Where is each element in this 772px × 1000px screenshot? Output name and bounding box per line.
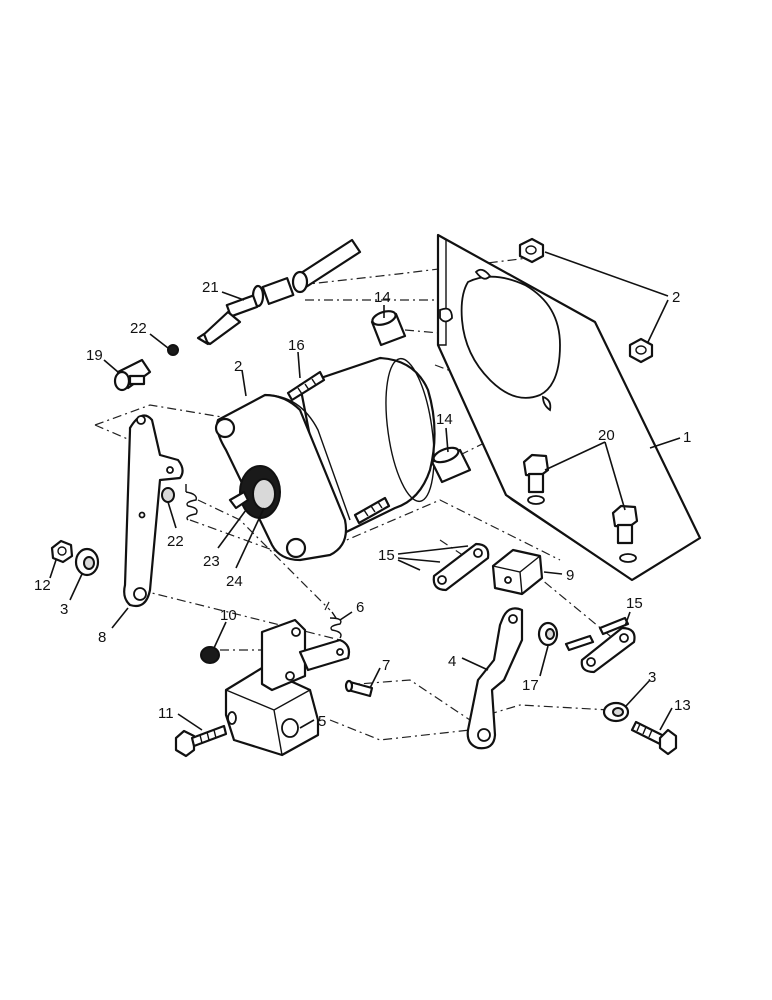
callout-5-bracket: 5 [318,713,326,730]
callout-22-nut-lower: 22 [167,533,184,550]
callout-14-spacer-upper: 14 [374,289,391,306]
callout-9-block: 9 [566,567,574,584]
callout-2-motor: 2 [234,358,242,375]
callout-11-bolt: 11 [158,705,174,722]
callout-13-bolt: 13 [674,697,691,714]
callout-8-lever: 8 [98,629,106,646]
callout-10-nut: 10 [220,607,237,624]
callout-3-washer-right: 3 [648,669,656,686]
bolt-11 [174,724,228,758]
bolt-upper-20 [522,453,550,494]
control-cable [196,238,362,346]
callout-24-seal: 24 [226,573,243,590]
cable-clip [113,358,152,392]
block-9 [491,548,544,596]
spacer-upper [370,310,407,347]
nut-10 [200,646,220,664]
bolt-13 [630,720,678,756]
link-plate-right [564,616,636,674]
callout-23-cap: 23 [203,553,220,570]
callout-19-clip: 19 [86,347,103,364]
washer-right [602,701,630,723]
callout-3-washer-left: 3 [60,601,68,618]
callout-15-link-right: 15 [626,595,643,612]
lever-arm-left [123,414,184,608]
callout-22-nut-upper: 22 [130,320,147,337]
callout-14-spacer-lower: 14 [436,411,453,428]
callout-21-cable: 21 [202,279,219,296]
callout-1-plate: 1 [683,429,691,446]
washer-left [74,547,100,577]
bushing-17 [537,621,559,647]
callout-labels: 2 1 20 21 14 16 22 19 2 14 22 23 24 15 9… [34,279,691,730]
small-nut-upper [167,344,179,356]
callout-7-pin: 7 [382,657,390,674]
mounting-plate [436,233,702,582]
pin-7 [344,679,374,698]
callout-16-stud: 16 [288,337,305,354]
callout-6-spring: 6 [356,599,364,616]
hex-nut-right [628,337,654,364]
hex-nut-left [50,539,74,564]
bolt-lower-20 [611,504,639,545]
spacer-lower [430,446,472,484]
callout-4-lever: 4 [448,653,456,670]
callout-17-bushing: 17 [522,677,539,694]
bracket-5 [224,618,351,757]
spring-left [185,484,198,521]
hex-nut-top [518,237,545,264]
callout-2-nut: 2 [672,289,680,306]
callout-15-links: 15 [378,547,395,564]
leader-lines [49,251,681,731]
lever-arm-right [466,607,524,750]
spring-6 [329,611,342,639]
small-nut-lower [161,487,175,503]
link-plate-center [432,542,490,592]
electric-motor [214,356,436,562]
callout-20-bolts: 20 [598,427,615,444]
callout-12-nut: 12 [34,577,51,594]
